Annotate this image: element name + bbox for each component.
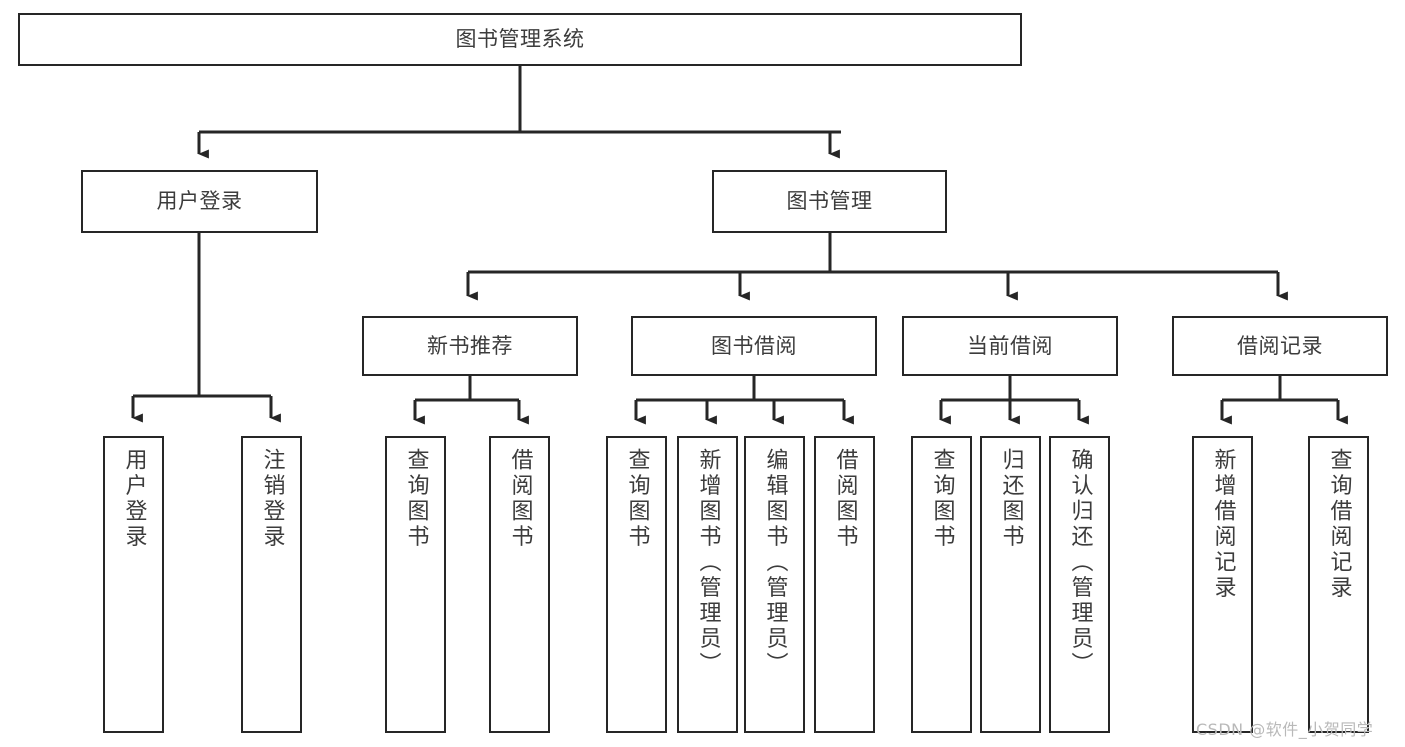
csdn-watermark: CSDN @软件_小贺同学 xyxy=(1196,720,1374,739)
node-leaf-user-login[interactable]: 用户登录 xyxy=(103,436,164,733)
node-label: 查询图书 xyxy=(624,448,650,550)
node-label: 借阅图书 xyxy=(507,448,533,550)
node-label: 当前借阅 xyxy=(967,333,1053,358)
node-label: 新增图书（管理员） xyxy=(695,448,721,678)
node-leaf-return-book[interactable]: 归还图书 xyxy=(980,436,1041,733)
node-label: 图书管理系统 xyxy=(455,27,585,52)
node-leaf-query-book-3[interactable]: 查询图书 xyxy=(911,436,972,733)
node-label: 借阅记录 xyxy=(1237,333,1323,358)
node-label: 归还图书 xyxy=(998,448,1024,550)
node-root-system[interactable]: 图书管理系统 xyxy=(18,13,1022,66)
node-label: 用户登录 xyxy=(156,189,243,214)
node-book-management[interactable]: 图书管理 xyxy=(712,170,947,233)
node-leaf-confirm-return-admin[interactable]: 确认归还（管理员） xyxy=(1049,436,1110,733)
node-borrow-record[interactable]: 借阅记录 xyxy=(1172,316,1388,376)
node-current-borrow[interactable]: 当前借阅 xyxy=(902,316,1118,376)
node-user-login[interactable]: 用户登录 xyxy=(81,170,318,233)
node-label: 用户登录 xyxy=(121,448,147,550)
node-leaf-query-borrow-record[interactable]: 查询借阅记录 xyxy=(1308,436,1369,733)
node-label: 查询借阅记录 xyxy=(1326,448,1352,601)
node-label: 新增借阅记录 xyxy=(1210,448,1236,601)
node-new-book-recommend[interactable]: 新书推荐 xyxy=(362,316,578,376)
node-label: 确认归还（管理员） xyxy=(1067,448,1093,678)
node-leaf-query-book-2[interactable]: 查询图书 xyxy=(606,436,667,733)
node-leaf-add-borrow-record[interactable]: 新增借阅记录 xyxy=(1192,436,1253,733)
node-leaf-query-book-1[interactable]: 查询图书 xyxy=(385,436,446,733)
node-leaf-logout[interactable]: 注销登录 xyxy=(241,436,302,733)
node-label: 查询图书 xyxy=(929,448,955,550)
node-label: 编辑图书（管理员） xyxy=(762,448,788,678)
node-label: 查询图书 xyxy=(403,448,429,550)
node-label: 图书借阅 xyxy=(711,333,797,358)
node-leaf-borrow-book-1[interactable]: 借阅图书 xyxy=(489,436,550,733)
node-label: 图书管理 xyxy=(786,189,873,214)
node-label: 新书推荐 xyxy=(427,333,513,358)
node-book-borrow[interactable]: 图书借阅 xyxy=(631,316,877,376)
node-leaf-add-book-admin[interactable]: 新增图书（管理员） xyxy=(677,436,738,733)
node-leaf-edit-book-admin[interactable]: 编辑图书（管理员） xyxy=(744,436,805,733)
node-label: 借阅图书 xyxy=(832,448,858,550)
node-label: 注销登录 xyxy=(259,448,285,550)
node-leaf-borrow-book-2[interactable]: 借阅图书 xyxy=(814,436,875,733)
